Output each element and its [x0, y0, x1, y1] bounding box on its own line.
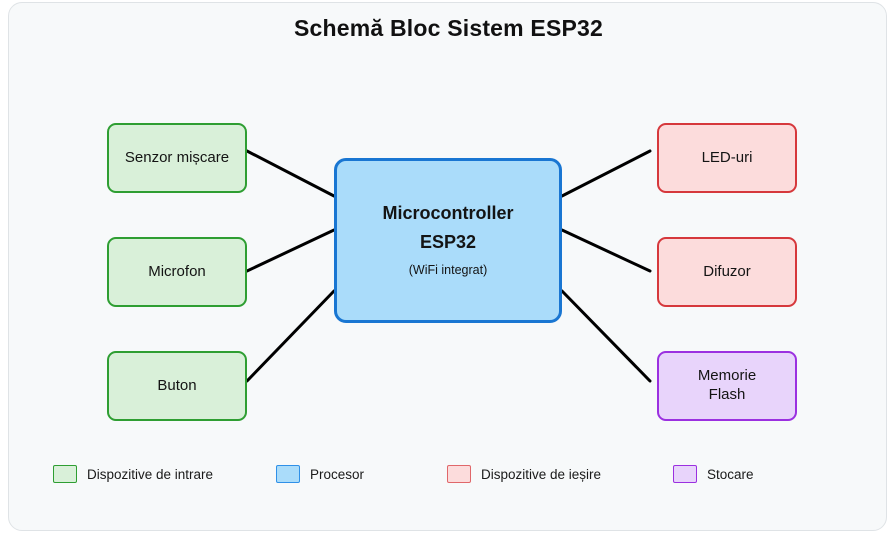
legend-label: Stocare: [707, 466, 754, 482]
node-label: Microfon: [148, 262, 206, 280]
edge-buton-mcu: [245, 289, 336, 383]
node-microcontroller-esp32[interactable]: Microcontroller ESP32 (WiFi integrat): [334, 158, 562, 323]
node-senzor-miscare[interactable]: Senzor mișcare: [107, 123, 247, 193]
node-label: Senzor mișcare: [124, 148, 230, 166]
edge-microfon-mcu: [245, 228, 336, 273]
edge-senzor-mcu: [245, 149, 336, 198]
node-label: LED-uri: [701, 148, 753, 166]
legend-item-intrare[interactable]: Dispozitive de intrare: [53, 461, 213, 487]
legend-swatch-red-icon: [447, 465, 471, 483]
edge-mcu-memorie: [560, 289, 652, 383]
node-buton[interactable]: Buton: [107, 351, 247, 421]
edge-mcu-led: [560, 149, 652, 198]
legend-label: Procesor: [310, 466, 365, 482]
node-difuzor[interactable]: Difuzor: [657, 237, 797, 307]
legend-swatch-blue-icon: [276, 465, 300, 483]
node-label: Buton: [157, 376, 197, 394]
legend-label: Dispozitive de ieșire: [481, 466, 602, 482]
node-label: Microcontroller: [382, 203, 514, 224]
legend-swatch-green-icon: [53, 465, 77, 483]
node-led-uri[interactable]: LED-uri: [657, 123, 797, 193]
diagram-card: Schemă Bloc Sistem ESP32 Senzor mișcare …: [8, 2, 887, 531]
legend: Dispozitive de intrare Procesor Dispozit…: [9, 461, 888, 491]
node-memorie-flash[interactable]: Memorie Flash: [657, 351, 797, 421]
node-label-note: (WiFi integrat): [408, 263, 488, 278]
legend-item-procesor[interactable]: Procesor: [276, 461, 364, 487]
node-microfon[interactable]: Microfon: [107, 237, 247, 307]
page-title: Schemă Bloc Sistem ESP32: [293, 15, 604, 41]
legend-item-stocare[interactable]: Stocare: [673, 461, 754, 487]
legend-swatch-purple-icon: [673, 465, 697, 483]
node-label: Difuzor: [703, 262, 751, 280]
node-label-secondary: Flash: [708, 386, 746, 403]
edge-mcu-difuzor: [560, 228, 652, 273]
node-label-secondary: ESP32: [419, 231, 477, 252]
node-label: Memorie: [697, 367, 757, 385]
legend-item-iesire[interactable]: Dispozitive de ieșire: [447, 461, 601, 487]
legend-label: Dispozitive de intrare: [87, 466, 214, 482]
